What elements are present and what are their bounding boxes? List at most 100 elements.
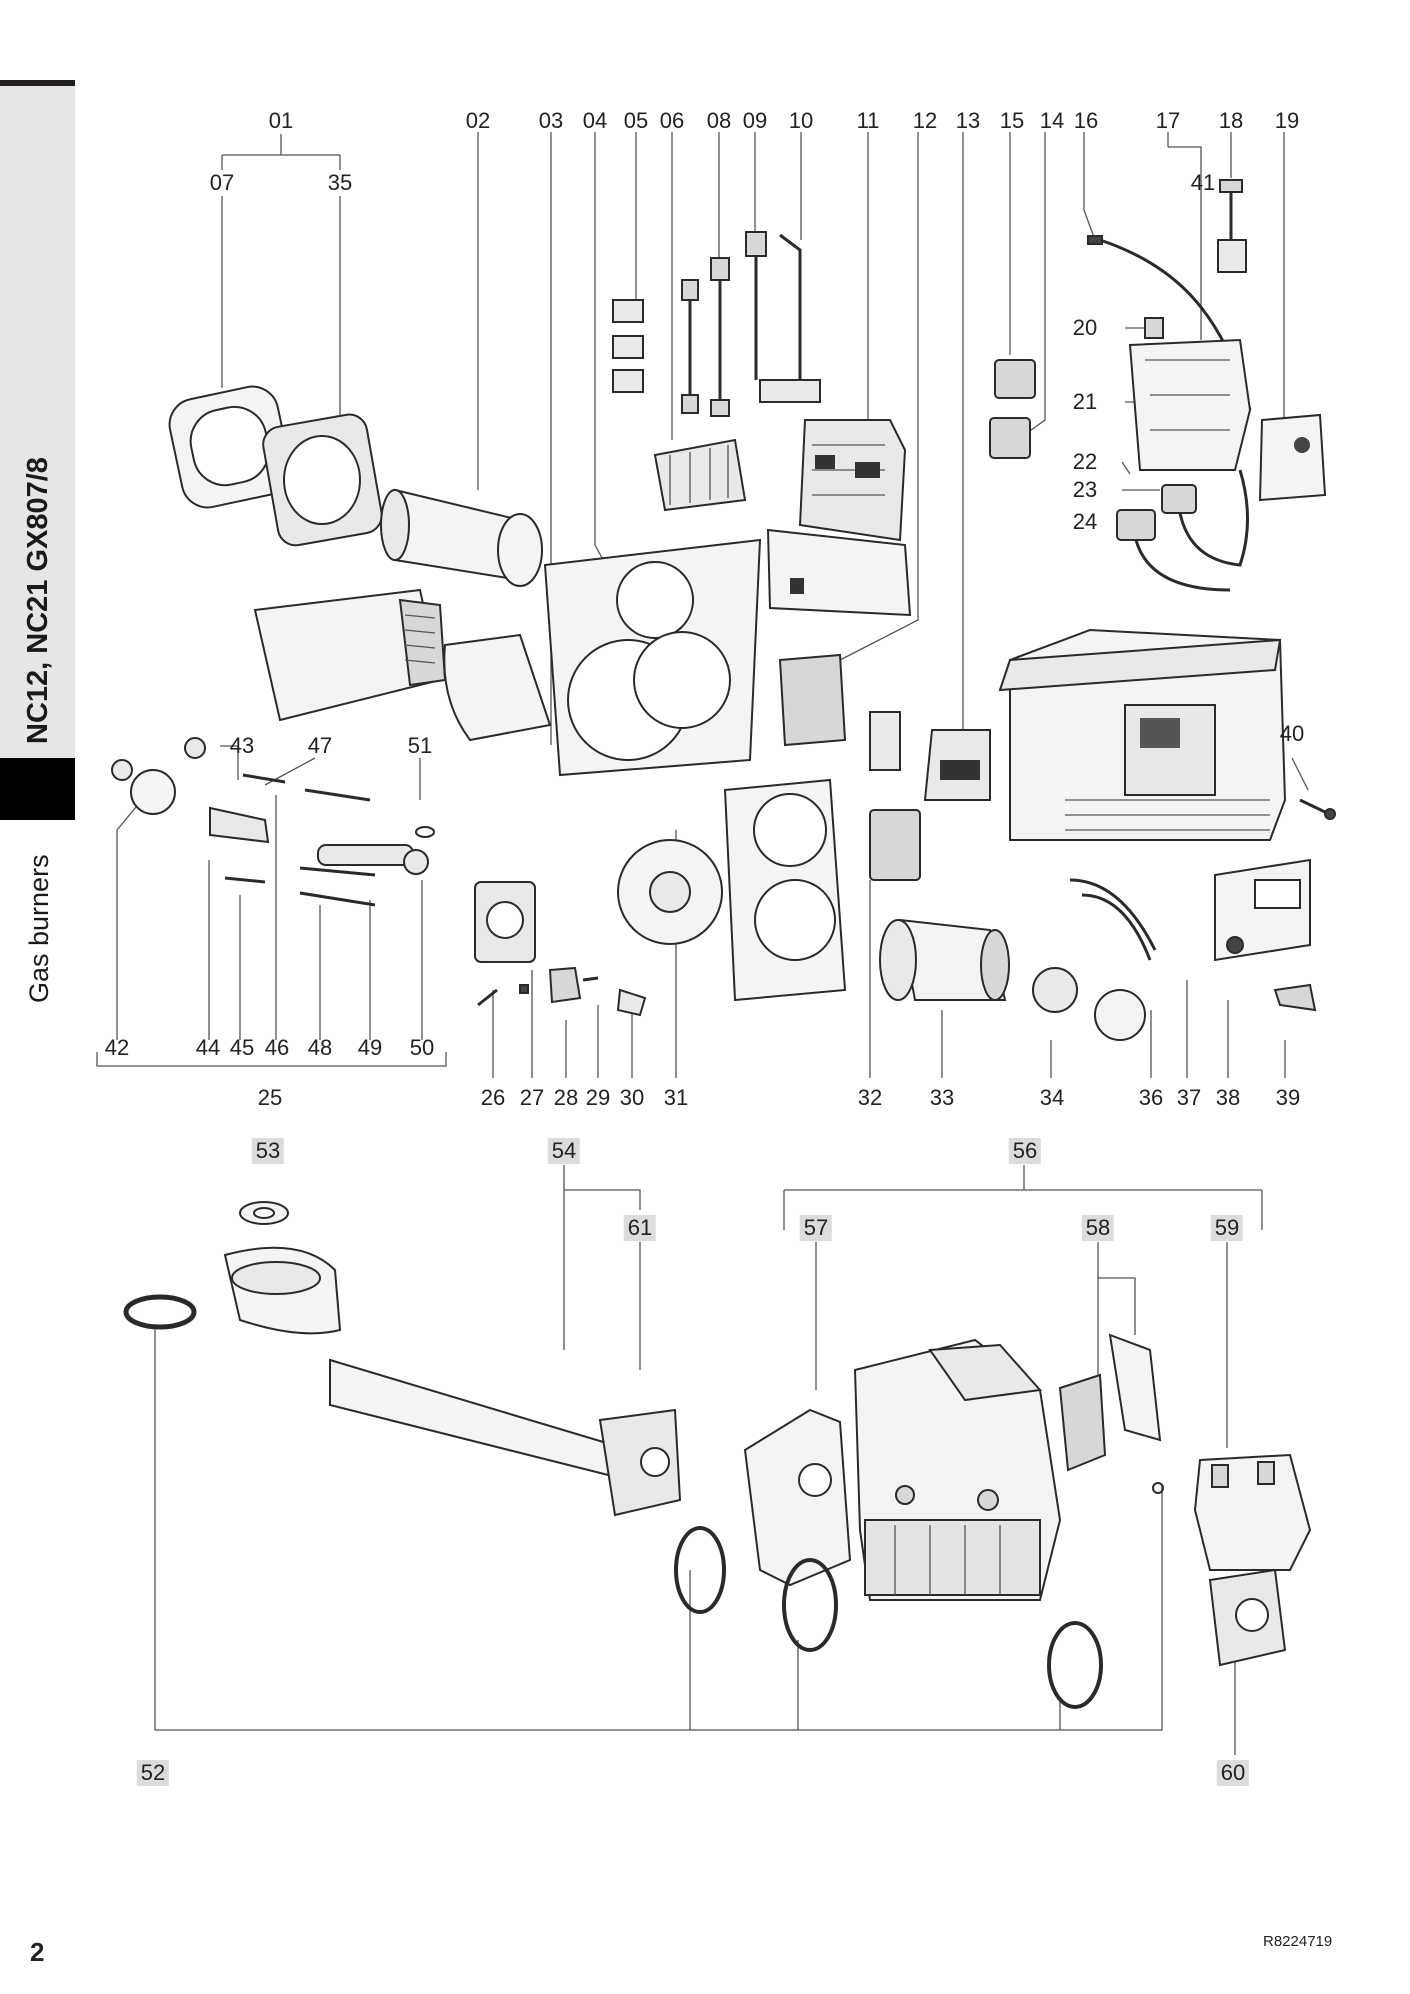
transformer-19 xyxy=(1258,413,1327,502)
part-label-09: 09 xyxy=(742,108,768,133)
blast-tube-02 xyxy=(380,488,543,587)
part-label-26: 26 xyxy=(480,1085,506,1110)
small-parts-27-30 xyxy=(477,966,647,1017)
part-label-06: 06 xyxy=(659,108,685,133)
relay-13 xyxy=(923,729,991,801)
control-panel-37-38 xyxy=(1214,858,1311,962)
fan-housing-plate xyxy=(723,778,847,1002)
part-label-46: 46 xyxy=(264,1035,290,1060)
plug-18 xyxy=(1217,179,1247,273)
actuator-59 xyxy=(1193,1453,1312,1571)
part-label-57: 57 xyxy=(799,1215,833,1241)
filter-58 xyxy=(1058,1333,1162,1472)
part-label-45: 45 xyxy=(229,1035,255,1060)
part-label-08: 08 xyxy=(706,108,732,133)
gas-valve-56 xyxy=(853,1338,1062,1601)
part-label-10: 10 xyxy=(788,108,814,133)
leader-lines xyxy=(96,132,1309,1755)
gasket-07 xyxy=(168,385,292,509)
terminal-block-06 xyxy=(653,438,747,512)
combustion-head-42-51 xyxy=(111,737,435,907)
part-label-39: 39 xyxy=(1275,1085,1301,1110)
part-label-36: 36 xyxy=(1138,1085,1164,1110)
part-label-53: 53 xyxy=(251,1138,285,1164)
ignition-coil-14-15 xyxy=(989,359,1036,459)
o-rings xyxy=(674,1482,1164,1709)
part-label-60: 60 xyxy=(1216,1760,1250,1786)
cable-08-09-10 xyxy=(681,231,821,417)
part-label-29: 29 xyxy=(585,1085,611,1110)
part-label-56: 56 xyxy=(1008,1138,1042,1164)
part-label-13: 13 xyxy=(955,108,981,133)
part-label-11: 11 xyxy=(856,108,880,133)
part-label-54: 54 xyxy=(547,1138,581,1164)
part-label-34: 34 xyxy=(1039,1085,1065,1110)
mounting-plate-12 xyxy=(766,528,912,617)
capacitor-32 xyxy=(869,809,921,881)
motor-33 xyxy=(879,918,1010,1001)
part-label-01: 01 xyxy=(268,108,294,133)
sidebar-top-rule xyxy=(0,80,75,86)
gas-pipe-54 xyxy=(223,1246,682,1517)
fan-housing-04 xyxy=(543,538,762,777)
sidebar-model-tab xyxy=(0,86,75,758)
relays-23-24 xyxy=(1116,469,1249,592)
sidebar: NC12, NC21 GX807/8 Gas burners xyxy=(0,0,75,1994)
part-label-58: 58 xyxy=(1081,1215,1115,1241)
screw-40 xyxy=(1299,798,1336,820)
fan-wheel-31 xyxy=(617,839,723,945)
part-label-48: 48 xyxy=(307,1035,333,1060)
part-label-52: 52 xyxy=(136,1760,170,1786)
part-label-02: 02 xyxy=(465,108,491,133)
part-label-37: 37 xyxy=(1176,1085,1202,1110)
part-label-27: 27 xyxy=(519,1085,545,1110)
part-label-14: 14 xyxy=(1039,108,1065,133)
part-label-41: 41 xyxy=(1190,170,1216,195)
air-damper-26 xyxy=(474,881,536,963)
part-label-12: 12 xyxy=(912,108,938,133)
sidebar-section-marker xyxy=(0,758,75,820)
part-label-44: 44 xyxy=(195,1035,221,1060)
part-label-43: 43 xyxy=(229,733,255,758)
part-label-61: 61 xyxy=(623,1215,657,1241)
part-label-59: 59 xyxy=(1210,1215,1244,1241)
part-label-32: 32 xyxy=(857,1085,883,1110)
mount-plate-12b xyxy=(778,653,901,771)
part-label-16: 16 xyxy=(1073,108,1099,133)
connector-05 xyxy=(612,299,644,393)
part-label-47: 47 xyxy=(307,733,333,758)
part-label-42: 42 xyxy=(104,1035,130,1060)
part-label-40: 40 xyxy=(1279,721,1305,746)
part-label-03: 03 xyxy=(538,108,564,133)
part-label-15: 15 xyxy=(999,108,1025,133)
part-label-21: 21 xyxy=(1072,389,1098,414)
burner-cover-37 xyxy=(998,628,1287,841)
part-label-49: 49 xyxy=(357,1035,383,1060)
part-label-50: 50 xyxy=(409,1035,435,1060)
o-ring-52 xyxy=(123,1294,197,1330)
mounting-base-ring-34 xyxy=(1032,967,1146,1041)
flange-57 xyxy=(743,1408,852,1587)
control-unit-21 xyxy=(1128,317,1252,471)
part-label-07: 07 xyxy=(209,170,235,195)
air-box-cover xyxy=(253,588,447,722)
gasket-53 xyxy=(239,1201,289,1225)
part-label-24: 24 xyxy=(1072,509,1098,534)
knob-39 xyxy=(1273,983,1317,1012)
page-number: 2 xyxy=(30,1937,45,1967)
part-label-25: 25 xyxy=(257,1085,283,1110)
part-label-17: 17 xyxy=(1155,108,1181,133)
part-label-23: 23 xyxy=(1072,477,1098,502)
part-label-38: 38 xyxy=(1215,1085,1241,1110)
part-label-20: 20 xyxy=(1072,315,1098,340)
flange-35 xyxy=(262,413,383,547)
part-label-33: 33 xyxy=(929,1085,955,1110)
hose-36 xyxy=(1069,878,1157,961)
part-label-51: 51 xyxy=(407,733,433,758)
part-label-30: 30 xyxy=(619,1085,645,1110)
part-label-05: 05 xyxy=(623,108,649,133)
part-label-22: 22 xyxy=(1072,449,1098,474)
document-reference: R8224719 xyxy=(1263,1933,1333,1950)
part-label-31: 31 xyxy=(663,1085,689,1110)
